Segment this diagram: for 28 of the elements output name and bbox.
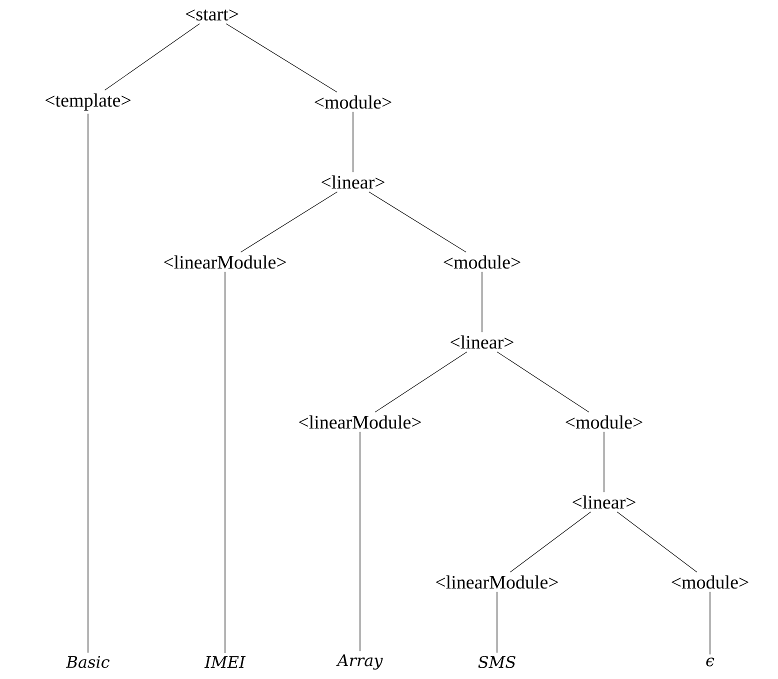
tree-line bbox=[374, 352, 468, 412]
tree-node-label: <module> bbox=[444, 255, 520, 269]
leaf-label: Array bbox=[336, 654, 383, 670]
tree-line bbox=[616, 512, 698, 572]
tree-node-label: <module> bbox=[566, 415, 642, 429]
tree-node-label: <linearModule> bbox=[164, 255, 286, 269]
tree-line bbox=[496, 352, 590, 412]
tree-node-label: <linear> bbox=[572, 495, 636, 509]
tree-line bbox=[224, 272, 226, 654]
tree-node-label: <linearModule> bbox=[436, 575, 558, 589]
tree-node-label: <linearModule> bbox=[299, 415, 421, 429]
tree-node-label: <linear> bbox=[450, 335, 514, 349]
tree-node-label: <linear> bbox=[322, 175, 384, 189]
tree-line bbox=[368, 192, 466, 252]
tree-line bbox=[226, 23, 338, 92]
tree-node-label: <module> bbox=[672, 575, 748, 589]
tree-line bbox=[240, 192, 338, 252]
tree-line bbox=[104, 23, 200, 90]
tree-line bbox=[510, 512, 592, 572]
leaf-label: IMEI bbox=[204, 656, 246, 668]
leaf-label: Basic bbox=[66, 656, 110, 668]
tree-line bbox=[352, 112, 354, 172]
tree-node-label: <template> bbox=[46, 93, 131, 111]
tree-node-label: <start> bbox=[186, 9, 238, 21]
leaf-label: ϵ bbox=[706, 658, 714, 666]
leaf-label: SMS bbox=[478, 656, 516, 668]
tree-line bbox=[496, 592, 498, 654]
tree-node-label: <module> bbox=[314, 95, 392, 109]
